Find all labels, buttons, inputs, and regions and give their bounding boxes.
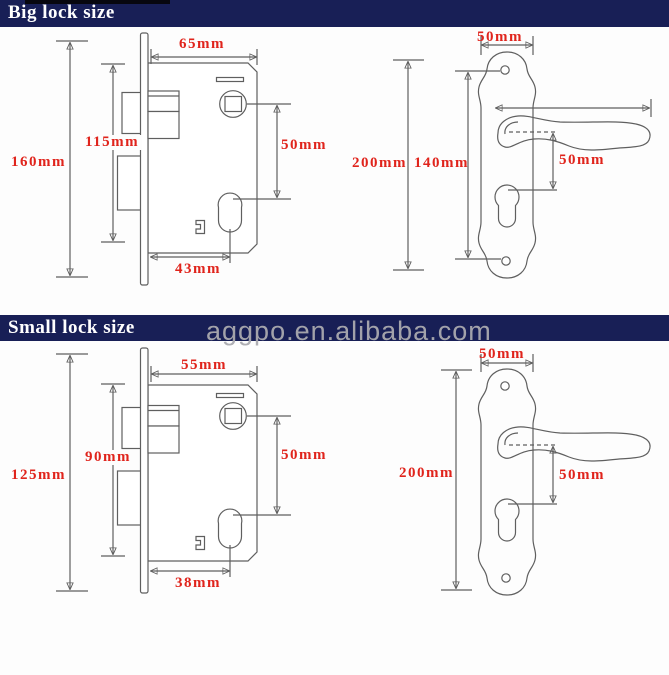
big-plate-bottom-screw — [501, 256, 511, 266]
big-dim-50mm-plate-width — [480, 36, 534, 55]
small-faceplate — [139, 347, 149, 594]
big-lock-centres-label: 50mm — [281, 137, 327, 153]
big-faceplate — [139, 32, 149, 286]
big-dim-43mm — [151, 229, 231, 263]
small-dim-50mm-plate-width — [480, 354, 534, 372]
small-lock-centres-label: 50mm — [281, 447, 327, 463]
big-lock-slot — [215, 76, 245, 83]
big-plate-outline — [477, 51, 537, 279]
big-lock-total-height-label: 160mm — [11, 154, 66, 170]
big-latch-inner-bottom — [147, 110, 180, 140]
small-lock-case-height-label: 90mm — [82, 450, 134, 465]
small-handle-plate-diagram — [441, 354, 651, 596]
small-dim-50mm-lever-cylinder — [508, 444, 557, 505]
small-dim-90mm — [101, 383, 125, 557]
small-dim-50mm-centres — [233, 415, 291, 516]
big-latch-inner-top — [147, 90, 180, 113]
small-plate-top-screw — [500, 381, 510, 391]
big-lock-case-height-label: 115mm — [82, 135, 143, 150]
big-lever-length-arrow — [496, 99, 652, 117]
big-dim-140mm — [455, 70, 501, 260]
big-dim-65mm — [150, 49, 258, 65]
small-latch-inner-bottom — [147, 425, 180, 454]
big-lock-case-width-label: 65mm — [179, 36, 225, 52]
small-plate-bottom-screw — [501, 573, 511, 583]
big-lever-handle — [497, 115, 651, 151]
small-latch-inner-top — [147, 404, 180, 427]
top-black-strip — [25, 0, 170, 4]
big-plate-total-height-label: 200mm — [352, 155, 407, 171]
small-dim-200mm — [441, 369, 472, 591]
big-plate-width-label: 50mm — [477, 29, 523, 45]
big-plate-lever-cylinder-label: 50mm — [559, 152, 605, 168]
big-section-header: Big lock size — [0, 0, 669, 27]
small-lever-handle — [497, 426, 651, 462]
small-dim-55mm — [150, 366, 258, 382]
big-deadbolt — [116, 155, 144, 211]
big-plate-screw-distance-label: 140mm — [414, 155, 469, 171]
small-lock-slot — [215, 392, 245, 399]
small-deadbolt — [116, 470, 144, 526]
watermark-text: aggpo.en.alibaba.com — [206, 316, 492, 346]
small-plate-total-height-label: 200mm — [399, 465, 454, 481]
small-lock-case-width-label: 55mm — [181, 357, 227, 373]
small-plate-lever-cylinder-label: 50mm — [559, 467, 605, 483]
big-dim-50mm-lever-cylinder — [508, 131, 557, 191]
small-lock-total-height-label: 125mm — [11, 467, 66, 483]
small-dim-38mm — [151, 545, 231, 577]
small-spindle-hole — [219, 402, 247, 430]
big-dim-50mm-centres — [233, 103, 291, 200]
small-section-header: Small lock size — [0, 315, 669, 341]
big-plate-top-screw — [500, 65, 510, 75]
big-spindle-hole — [219, 90, 247, 118]
small-lock-backset-label: 38mm — [175, 575, 221, 591]
big-lock-backset-label: 43mm — [175, 261, 221, 277]
small-plate-keyhole — [494, 498, 520, 542]
small-plate-outline — [477, 368, 537, 596]
small-section-title: Small lock size — [8, 317, 135, 338]
big-dim-115mm — [101, 63, 125, 243]
big-section-title: Big lock size — [8, 2, 115, 23]
big-plate-keyhole — [494, 184, 520, 228]
big-handle-plate-diagram — [393, 36, 652, 279]
small-lock-body-diagram — [56, 347, 291, 594]
small-plate-width-label: 50mm — [479, 346, 525, 362]
big-lock-body-diagram — [56, 32, 291, 286]
small-dim-125mm — [56, 353, 88, 592]
big-dim-200mm — [393, 59, 424, 271]
big-dim-160mm — [56, 40, 88, 278]
